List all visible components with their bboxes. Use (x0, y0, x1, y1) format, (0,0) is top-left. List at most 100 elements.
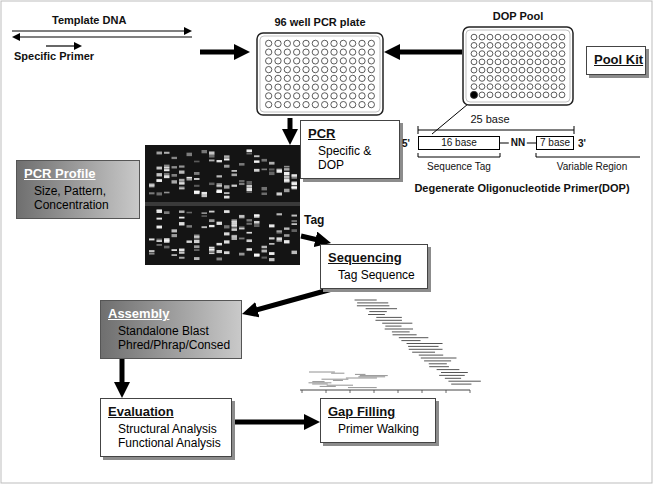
gel-band (149, 238, 155, 240)
process-box: Gap FillingPrimer Walking (320, 398, 436, 443)
box-heading: Assembly (108, 306, 234, 322)
gel-band (187, 153, 193, 156)
gel-band (217, 175, 223, 177)
gel-band (164, 240, 170, 243)
plate-well (495, 42, 501, 48)
plate-well (294, 58, 300, 64)
contig-read (358, 376, 385, 377)
gel-band (232, 228, 238, 231)
variable-bracket (536, 153, 640, 157)
contig-read (357, 305, 390, 306)
axis-tick (374, 390, 375, 393)
plate-well (495, 84, 501, 90)
plate-well (322, 93, 328, 99)
plate-well (551, 34, 557, 40)
contig-read (424, 360, 451, 361)
plate-well (322, 101, 328, 107)
gel-band (292, 220, 298, 222)
gel-band (172, 157, 178, 159)
plate-well (487, 59, 493, 65)
gel-band (269, 258, 275, 261)
plate-well (359, 58, 365, 64)
gel-band (247, 219, 253, 221)
gel-band (247, 181, 253, 184)
gel-band (262, 250, 268, 253)
box-body: Tag Sequence (328, 268, 420, 282)
plate-well (479, 75, 485, 81)
flow-arrow (120, 359, 125, 388)
gel-band (194, 172, 200, 175)
plate-well (479, 92, 485, 98)
plate-well (331, 58, 337, 64)
plate-well (495, 34, 501, 40)
gel-band (269, 237, 275, 239)
plate-well (503, 75, 509, 81)
contig-read (437, 369, 460, 370)
plate-well (535, 84, 541, 90)
plate-well (266, 84, 272, 90)
contig-read (369, 311, 386, 312)
gel-band (164, 246, 170, 249)
gel-band (179, 188, 185, 190)
contig-read (312, 381, 324, 382)
gel-band (187, 212, 193, 214)
plate-label: 96 well PCR plate (236, 16, 404, 29)
gel-band (172, 234, 178, 237)
gel-band (284, 176, 290, 179)
gel-band (157, 173, 163, 176)
plate-well (511, 34, 517, 40)
gel-band (179, 222, 185, 225)
contig-read (309, 372, 335, 373)
box-heading: PCR Profile (24, 166, 132, 182)
plate-well (527, 84, 533, 90)
contig-read (441, 372, 468, 373)
plate-well (275, 40, 281, 46)
plate-well (266, 40, 272, 46)
plate-well (551, 84, 557, 90)
plate-well (495, 59, 501, 65)
contig-read (322, 379, 349, 380)
gel-band (202, 150, 208, 153)
gel-band (202, 195, 208, 198)
plate-well (331, 101, 337, 107)
plate-outline (463, 27, 573, 105)
plate-well (284, 49, 290, 55)
well-plate-drawing (256, 32, 384, 116)
plate-well (312, 66, 318, 72)
plate-well (535, 92, 541, 98)
plate-well (559, 42, 565, 48)
plate-well (322, 66, 328, 72)
gel-band (179, 181, 185, 184)
box-heading: Gap Filling (328, 404, 428, 420)
gel-band (254, 214, 260, 216)
gel-band (292, 215, 298, 217)
gel-band (247, 191, 253, 193)
gel-band (172, 249, 178, 251)
gel-band (202, 226, 208, 228)
plate-well (511, 51, 517, 57)
gel-band (194, 161, 200, 163)
plate-well (543, 34, 549, 40)
plate-well (511, 67, 517, 73)
box-body: Primer Walking (328, 422, 428, 436)
plate-well (471, 51, 477, 57)
segment-label: 7 base (539, 137, 571, 149)
plate-well (495, 51, 501, 57)
gel-band (284, 240, 290, 243)
plate-well (535, 67, 541, 73)
tag-bracket (418, 153, 500, 157)
plate-well (551, 92, 557, 98)
contig-read (401, 340, 420, 341)
gel-band (164, 165, 170, 167)
contig-read (312, 384, 328, 385)
gel-band (269, 172, 275, 175)
plate-well (527, 42, 533, 48)
gel-band (254, 221, 260, 224)
gel-band (232, 221, 238, 224)
plate-well (350, 75, 356, 81)
plate-well (294, 75, 300, 81)
box-heading: PCR (308, 126, 392, 142)
gel-band (209, 250, 215, 252)
axis-tick (302, 390, 303, 393)
plate-well (284, 101, 290, 107)
